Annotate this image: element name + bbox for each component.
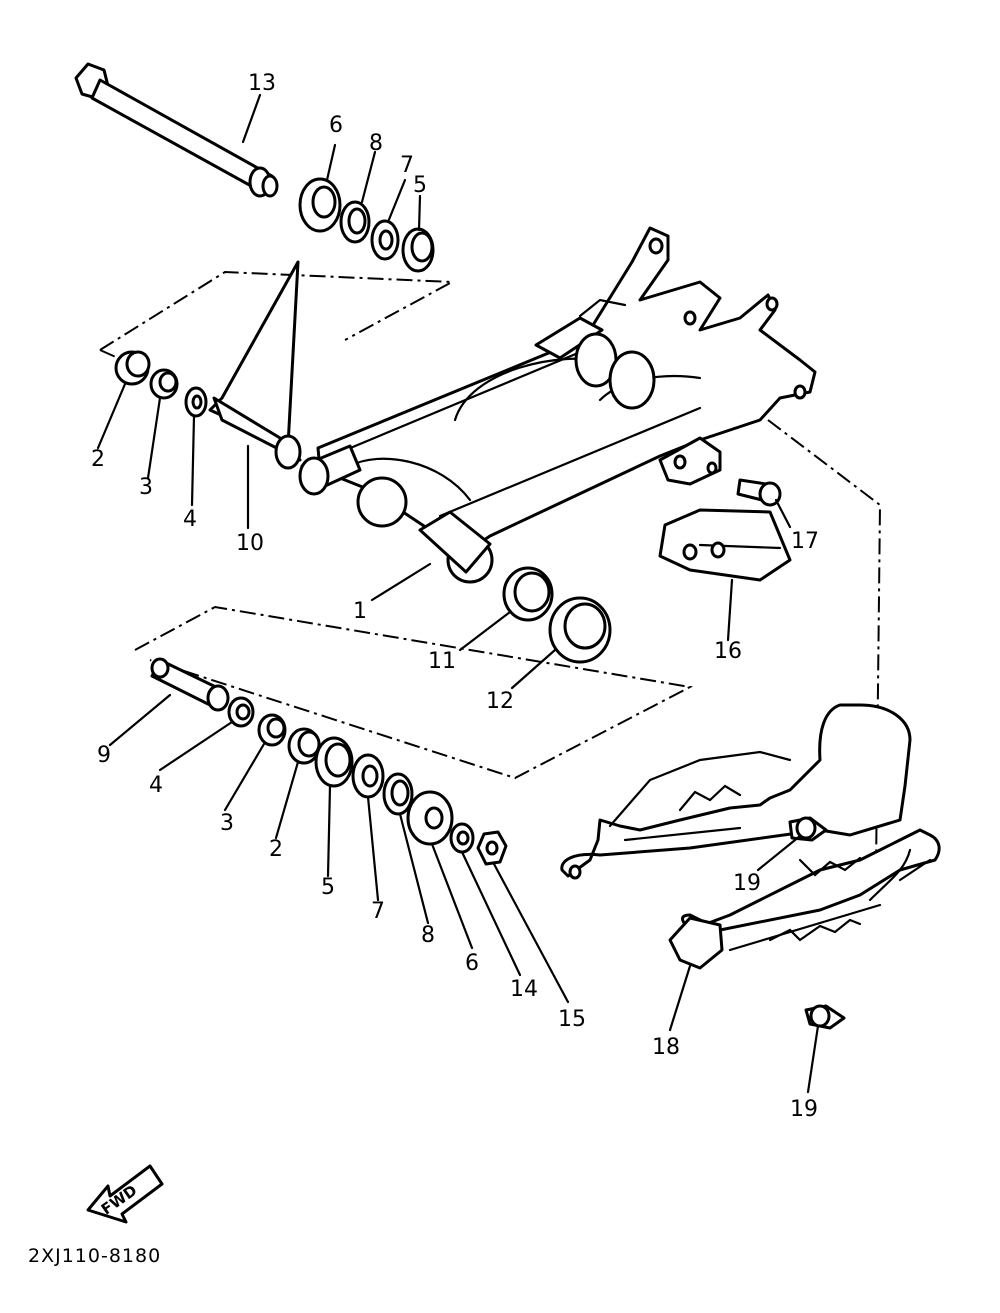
bolt-19-lower	[804, 1004, 846, 1030]
upper-oil-seal-8	[339, 200, 371, 244]
upper-washer-7	[370, 219, 400, 261]
callout-7: 7	[400, 153, 414, 178]
callout-3: 3	[139, 475, 153, 500]
bolt-17	[736, 478, 782, 507]
callout-19: 19	[733, 871, 761, 896]
callout-6b: 6	[465, 951, 479, 976]
callout-8: 8	[369, 131, 383, 156]
lower-oil-seal-8	[382, 772, 414, 816]
callout-2b: 2	[269, 837, 283, 862]
washer-14	[449, 822, 475, 854]
callout-16: 16	[714, 639, 742, 664]
callout-14: 14	[510, 977, 538, 1002]
left-bushing-3	[149, 368, 179, 400]
callout-19b: 19	[790, 1097, 818, 1122]
nut-15	[476, 830, 508, 866]
callouts: 13 6 8 7 5 2 3 4 10 1 11 12 16 17 9 4 3 …	[91, 71, 819, 1122]
bushing-12	[548, 596, 612, 664]
upper-group-outline	[99, 270, 456, 359]
collar-10	[208, 260, 302, 470]
bolt-19-upper	[788, 816, 828, 842]
lower-bearing-5	[314, 736, 354, 788]
callout-2: 2	[91, 447, 105, 472]
lower-washer-4	[227, 696, 255, 728]
callout-5: 5	[413, 173, 427, 198]
callout-1: 1	[353, 599, 367, 624]
callout-4: 4	[183, 507, 197, 532]
swingarm	[298, 226, 817, 584]
lower-bearing-2	[287, 727, 321, 765]
bracket-18	[668, 916, 724, 970]
diagram-code: 2XJ110-8180	[28, 1245, 161, 1267]
upper-bearing-5	[401, 227, 435, 273]
left-bearing-2	[114, 350, 151, 386]
callout-4b: 4	[149, 773, 163, 798]
callout-12: 12	[486, 689, 514, 714]
callout-10: 10	[236, 531, 264, 556]
bushing-11	[502, 566, 554, 622]
chain-bracket	[658, 436, 722, 486]
lower-bushing-3	[257, 713, 287, 747]
leader-lines	[96, 93, 820, 1094]
callout-3b: 3	[220, 811, 234, 836]
forward-arrow-icon: FWD	[86, 1164, 164, 1224]
chain-slider-16	[658, 508, 792, 582]
lower-bushing-6	[406, 790, 454, 846]
callout-8b: 8	[421, 923, 435, 948]
collar-9	[150, 657, 230, 712]
left-washer-4	[184, 386, 208, 418]
pivot-shaft	[74, 62, 279, 198]
footrest-guard	[560, 703, 941, 952]
callout-13: 13	[248, 71, 276, 96]
lower-group-outline	[134, 605, 694, 780]
callout-9: 9	[97, 743, 111, 768]
callout-18: 18	[652, 1035, 680, 1060]
callout-7b: 7	[371, 899, 385, 924]
callout-17: 17	[791, 529, 819, 554]
callout-15: 15	[558, 1007, 586, 1032]
callout-5b: 5	[321, 875, 335, 900]
lower-washer-7	[351, 753, 385, 799]
callout-11: 11	[428, 649, 456, 674]
upper-bushing-6	[298, 177, 342, 233]
callout-6: 6	[329, 113, 343, 138]
